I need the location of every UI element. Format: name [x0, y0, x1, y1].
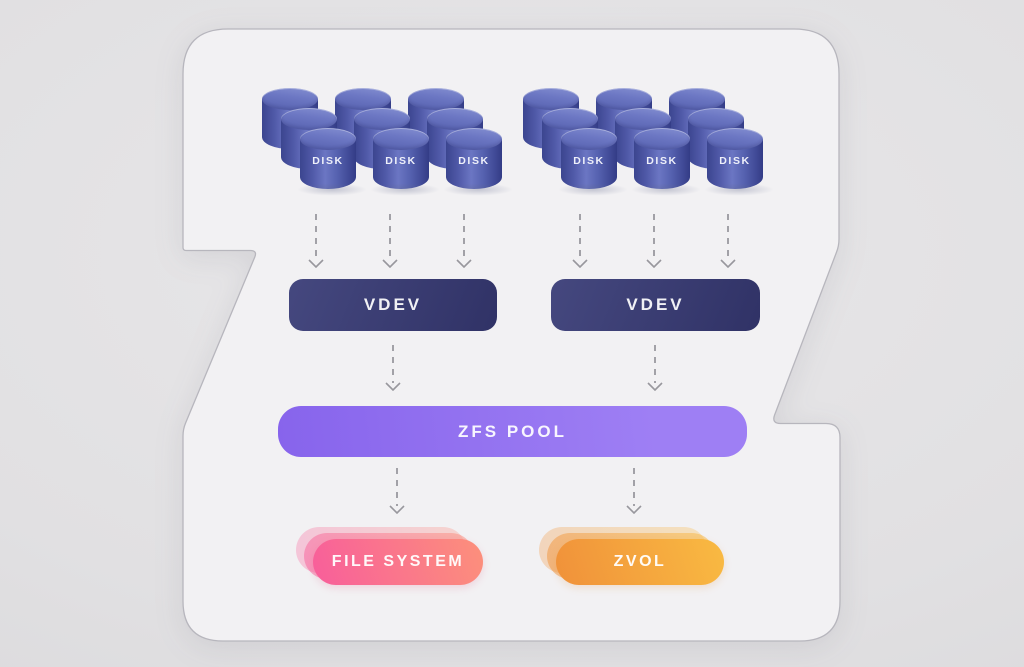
flow-arrow	[385, 345, 401, 391]
vdev-box-2: VDEV	[551, 279, 760, 331]
arrow-chevron-icon	[720, 259, 736, 268]
file-system-pill: FILE SYSTEM	[313, 539, 483, 585]
disk-cylinder: DISK	[703, 128, 775, 196]
arrow-dashed-line	[389, 214, 391, 260]
arrow-dashed-line	[727, 214, 729, 260]
flow-arrow	[572, 214, 588, 268]
disk-label: DISK	[719, 155, 751, 167]
arrow-chevron-icon	[456, 259, 472, 268]
flow-arrow	[647, 345, 663, 391]
file-system-node: FILE SYSTEM	[296, 527, 483, 585]
vdev-2-label: VDEV	[626, 295, 685, 314]
zvol-label: ZVOL	[613, 553, 667, 570]
disk-label: DISK	[312, 155, 344, 167]
arrow-chevron-icon	[647, 382, 663, 391]
disk-cylinder: DISK	[369, 128, 441, 196]
disk-cylinder: DISK	[630, 128, 702, 196]
disk-label: DISK	[646, 155, 678, 167]
arrow-dashed-line	[463, 214, 465, 260]
arrow-chevron-icon	[389, 505, 405, 514]
arrow-chevron-icon	[572, 259, 588, 268]
disk-label: DISK	[458, 155, 490, 167]
arrow-chevron-icon	[385, 382, 401, 391]
zfs-pool-label: ZFS POOL	[458, 421, 567, 441]
disk-cylinder: DISK	[557, 128, 629, 196]
flow-arrow	[308, 214, 324, 268]
zvol-pill: ZVOL	[556, 539, 724, 585]
zfs-pool-box: ZFS POOL	[278, 406, 747, 457]
arrow-dashed-line	[653, 214, 655, 260]
vdev-box-1: VDEV	[289, 279, 497, 331]
disk-label: DISK	[385, 155, 417, 167]
arrow-chevron-icon	[646, 259, 662, 268]
flow-arrow	[456, 214, 472, 268]
arrow-chevron-icon	[626, 505, 642, 514]
disk-cylinder: DISK	[296, 128, 368, 196]
zvol-node: ZVOL	[539, 527, 724, 585]
arrow-chevron-icon	[308, 259, 324, 268]
arrow-dashed-line	[392, 345, 394, 383]
flow-arrow	[720, 214, 736, 268]
vdev-1-label: VDEV	[363, 295, 423, 314]
arrow-dashed-line	[315, 214, 317, 260]
flow-arrow	[646, 214, 662, 268]
disk-label: DISK	[573, 155, 605, 167]
arrow-dashed-line	[579, 214, 581, 260]
disk-cylinder: DISK	[442, 128, 514, 196]
flow-arrow	[389, 468, 405, 514]
file-system-label: FILE SYSTEM	[331, 553, 465, 570]
flow-arrow	[382, 214, 398, 268]
arrow-dashed-line	[633, 468, 635, 506]
flow-arrow	[626, 468, 642, 514]
arrow-chevron-icon	[382, 259, 398, 268]
arrow-dashed-line	[396, 468, 398, 506]
arrow-dashed-line	[654, 345, 656, 383]
